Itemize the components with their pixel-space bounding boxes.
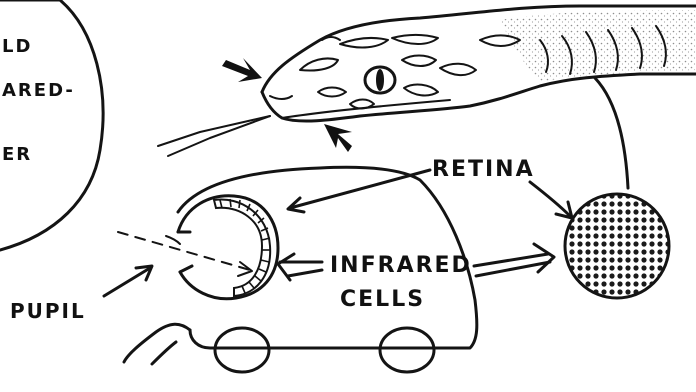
pit-arrows <box>222 58 352 152</box>
bubble-text-line1: LD <box>2 36 32 57</box>
label-infrared-line1: INFRARED <box>330 253 472 278</box>
bubble-text-line2: ARED- <box>2 80 75 101</box>
bubble-text-line3: ER <box>2 144 32 165</box>
label-retina: RETINA <box>432 157 535 182</box>
left-wheel <box>215 328 269 372</box>
label-pupil: PUPIL <box>10 299 86 323</box>
retina-magnified <box>565 194 669 298</box>
speech-bubble: LD ARED- ER <box>0 0 103 250</box>
label-infrared-line2: CELLS <box>340 287 425 312</box>
snake-tongue <box>158 116 270 156</box>
right-wheel <box>380 328 434 372</box>
